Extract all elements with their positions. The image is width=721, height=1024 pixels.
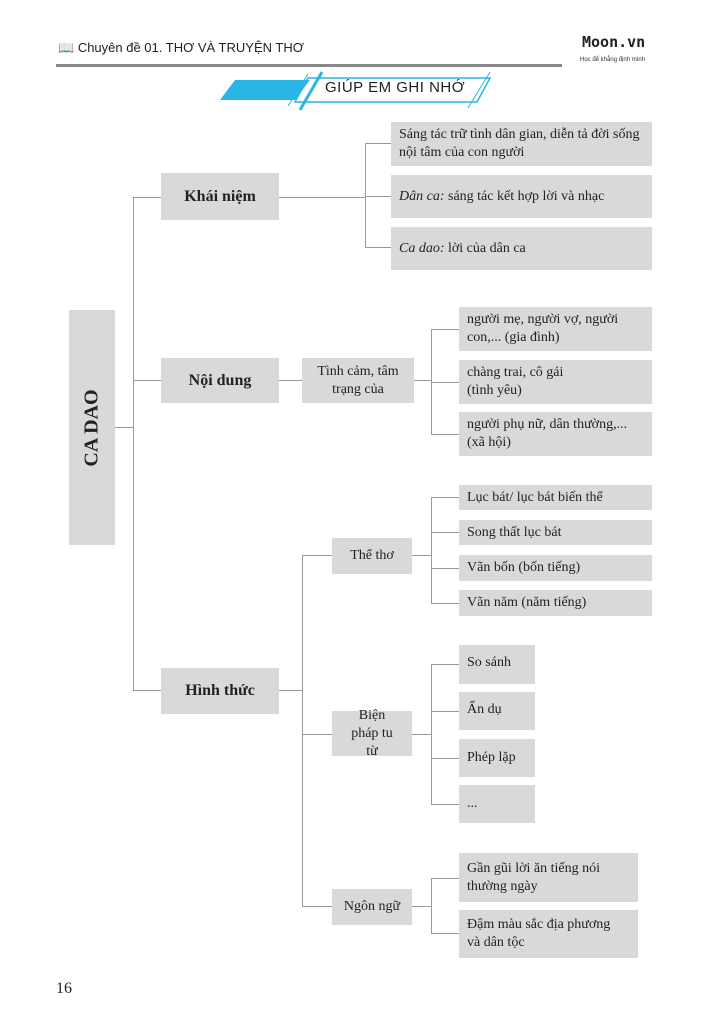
- chapter-title: Chuyên đề 01. THƠ VÀ TRUYỆN THƠ: [77, 40, 304, 55]
- connector: [133, 690, 161, 691]
- page-number: 16: [56, 980, 72, 997]
- node-hinh-thuc: Hình thức: [161, 668, 279, 714]
- connector: [279, 197, 365, 198]
- node-khai-niem: Khái niệm: [161, 173, 279, 220]
- node-the-tho: Thể thơ: [332, 538, 412, 574]
- noi-dung-item: người phụ nữ, dân thường,... (xã hội): [459, 412, 652, 456]
- definition: sáng tác kết hợp lời và nhạc: [444, 188, 605, 204]
- connector: [431, 664, 459, 665]
- connector: [302, 555, 332, 556]
- khai-niem-item: Dân ca: sáng tác kết hợp lời và nhạc: [391, 175, 652, 218]
- connector: [431, 711, 459, 712]
- definition: lời của dân ca: [444, 240, 526, 256]
- node-bien-phap-tu-tu: Biện pháp tu từ: [332, 708, 412, 759]
- connector: [365, 247, 391, 248]
- connector: [412, 734, 431, 735]
- connector: [431, 329, 459, 330]
- connector: [431, 664, 432, 805]
- slogan: Học để khẳng định mình: [580, 57, 646, 63]
- connector: [115, 427, 133, 428]
- logo: Moon.vn: [582, 33, 646, 51]
- connector: [412, 906, 431, 907]
- connector: [365, 143, 366, 248]
- node-ngon-ngu: Ngôn ngữ: [332, 889, 412, 925]
- chapter-header: 📖 Chuyên đề 01. THƠ VÀ TRUYỆN THƠ: [58, 40, 304, 56]
- connector: [431, 758, 459, 759]
- bien-phap-item: ...: [459, 785, 535, 823]
- connector: [133, 197, 134, 690]
- the-tho-item: Lục bát/ lục bát biến thể: [459, 485, 652, 510]
- connector: [302, 906, 332, 907]
- connector: [431, 532, 459, 533]
- connector: [431, 497, 459, 498]
- noi-dung-item: chàng trai, cô gái (tình yêu): [459, 360, 652, 404]
- node-noi-dung: Nội dung: [161, 358, 279, 403]
- book-icon: 📖: [58, 40, 75, 55]
- the-tho-item: Vãn bốn (bốn tiếng): [459, 555, 652, 581]
- connector: [431, 382, 459, 383]
- noi-dung-item: người mẹ, người vợ, người con,... (gia đ…: [459, 307, 652, 351]
- connector: [279, 380, 302, 381]
- connector: [412, 555, 431, 556]
- header-divider: [56, 64, 562, 67]
- ngon-ngu-item: Đậm màu sắc địa phương và dân tộc: [459, 910, 638, 958]
- connector: [302, 555, 303, 907]
- bien-phap-item: Phép lặp: [459, 739, 535, 777]
- term: Dân ca:: [399, 188, 445, 204]
- connector: [431, 434, 459, 435]
- connector: [431, 497, 432, 604]
- connector: [365, 196, 391, 197]
- bien-phap-item: Ẩn dụ: [459, 692, 535, 730]
- connector: [302, 734, 332, 735]
- connector: [431, 878, 432, 934]
- connector: [133, 380, 161, 381]
- connector: [133, 197, 161, 198]
- bien-phap-item: So sánh: [459, 645, 535, 684]
- banner-decoration: [220, 71, 492, 111]
- khai-niem-item: Sáng tác trữ tình dân gian, diễn tả đời …: [391, 122, 652, 166]
- connector: [414, 380, 431, 381]
- connector: [431, 804, 459, 805]
- root-node: CA DAO: [69, 310, 115, 545]
- node-tinh-cam: Tình cảm, tâm trạng của: [302, 358, 414, 403]
- connector: [431, 603, 459, 604]
- term: Ca dao:: [399, 240, 445, 256]
- banner-title: GIÚP EM GHI NHỚ: [325, 79, 466, 96]
- connector: [279, 690, 302, 691]
- ngon-ngu-item: Gần gũi lời ăn tiếng nói thường ngày: [459, 853, 638, 902]
- khai-niem-item: Ca dao: lời của dân ca: [391, 227, 652, 270]
- connector: [431, 568, 459, 569]
- root-label: CA DAO: [80, 388, 103, 467]
- connector: [365, 143, 391, 144]
- connector: [431, 878, 459, 879]
- the-tho-item: Vãn năm (năm tiếng): [459, 590, 652, 616]
- the-tho-item: Song thất lục bát: [459, 520, 652, 545]
- connector: [431, 933, 459, 934]
